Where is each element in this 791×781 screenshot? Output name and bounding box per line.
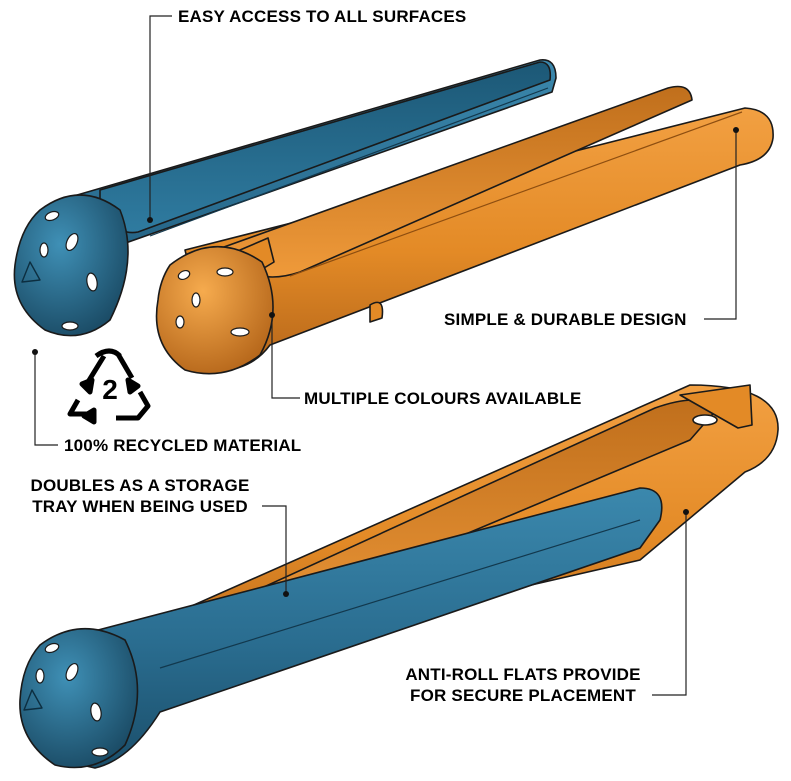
callout-storage: DOUBLES AS A STORAGE TRAY WHEN BEING USE… bbox=[20, 475, 260, 517]
recycle-code: 2 bbox=[102, 374, 118, 405]
callout-anti-roll-line1: ANTI-ROLL FLATS PROVIDE bbox=[405, 665, 641, 684]
blue-tray-bottom-logo-icon bbox=[23, 689, 43, 711]
orange-tray-top bbox=[155, 85, 774, 375]
leader-anti-roll bbox=[652, 512, 687, 696]
recycle-arrow-bottom bbox=[81, 407, 97, 425]
leader-lines bbox=[34, 15, 737, 696]
recycle-arrow-right bbox=[125, 377, 141, 395]
callout-easy-access: EASY ACCESS TO ALL SURFACES bbox=[178, 7, 467, 26]
tray-bottom-assembly bbox=[19, 384, 779, 769]
callout-simple-durable: SIMPLE & DURABLE DESIGN bbox=[444, 310, 687, 329]
blue-tray-top bbox=[13, 59, 557, 337]
blue-tray-top-vent-holes bbox=[39, 210, 98, 331]
blue-tray-bottom-vent-holes bbox=[35, 642, 109, 757]
recycling-symbol-icon bbox=[67, 348, 151, 425]
blue-tray-bottom-cap bbox=[19, 627, 139, 769]
orange-tray-bottom-slot bbox=[692, 414, 718, 426]
recycle-arrow-left bbox=[79, 377, 95, 395]
blue-tray-top-cap bbox=[13, 194, 129, 337]
callout-multiple-colours: MULTIPLE COLOURS AVAILABLE bbox=[304, 389, 582, 408]
orange-tray-top-cap bbox=[155, 245, 274, 375]
leader-simple-durable bbox=[704, 130, 737, 320]
blue-tray-top-rim bbox=[149, 87, 549, 237]
leader-recycled bbox=[34, 352, 58, 446]
callout-anti-roll-line2: FOR SECURE PLACEMENT bbox=[410, 686, 636, 705]
callout-storage-line1: DOUBLES AS A STORAGE bbox=[30, 476, 250, 495]
leader-easy-access bbox=[149, 15, 172, 220]
blue-tray-bottom-rim bbox=[159, 519, 641, 669]
leader-multiple-colours bbox=[271, 315, 300, 399]
leader-dots bbox=[32, 127, 739, 597]
callout-recycled: 100% RECYCLED MATERIAL bbox=[64, 436, 302, 455]
leader-storage bbox=[262, 505, 287, 594]
orange-tray-top-vent-holes bbox=[175, 267, 250, 337]
orange-tray-top-tab bbox=[369, 301, 384, 323]
orange-tray-bottom-clip bbox=[679, 384, 753, 429]
callout-anti-roll: ANTI-ROLL FLATS PROVIDE FOR SECURE PLACE… bbox=[392, 664, 654, 706]
blue-tray-top-logo-icon bbox=[21, 261, 41, 283]
blue-tray-bottom-body bbox=[59, 487, 663, 769]
orange-tray-top-rim bbox=[289, 111, 743, 277]
callout-storage-line2: TRAY WHEN BEING USED bbox=[32, 497, 248, 516]
